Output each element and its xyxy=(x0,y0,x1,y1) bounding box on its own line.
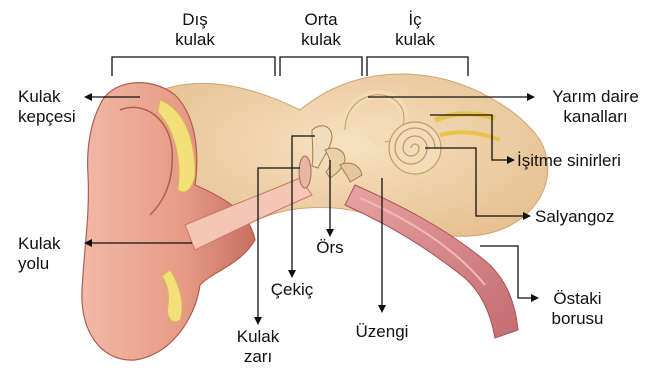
outer-ear-title: Dış kulak xyxy=(160,10,230,50)
eardrum-shape xyxy=(299,156,311,188)
inner-ear-title: İç kulak xyxy=(380,10,450,50)
eustachian-label-line2: borusu xyxy=(540,309,615,329)
pinna-arrow xyxy=(84,93,92,101)
pinna-label-line1: Kulak xyxy=(18,87,76,107)
hammer-arrow xyxy=(288,270,296,278)
inner-ear-title-line2: kulak xyxy=(380,30,450,50)
eardrum-label-line2: zarı xyxy=(228,347,288,367)
semicircular-arrow xyxy=(527,93,535,101)
middle-ear-title-line1: Orta xyxy=(286,10,356,30)
middle-ear-bracket xyxy=(280,57,362,76)
ear-canal-label-line2: yolu xyxy=(18,254,61,274)
semicircular-label-line2: kanalları xyxy=(538,107,653,127)
eustachian-label-line1: Östaki xyxy=(540,289,615,309)
outer-ear-bracket xyxy=(112,57,275,76)
semicircular-label: Yarım daire kanalları xyxy=(538,87,653,127)
inner-ear-bracket xyxy=(367,57,468,76)
anvil-label: Örs xyxy=(300,238,360,258)
anvil-arrow xyxy=(326,229,334,237)
eustachian-label: Östaki borusu xyxy=(540,289,615,329)
stirrup-arrow xyxy=(378,305,386,313)
eardrum-arrow xyxy=(254,317,262,325)
outer-ear-title-line2: kulak xyxy=(160,30,230,50)
section-brackets xyxy=(112,57,468,76)
pinna-label: Kulak kepçesi xyxy=(18,87,76,127)
outer-ear-title-line1: Dış xyxy=(160,10,230,30)
eustachian-arrow xyxy=(531,294,539,302)
stirrup-label: Üzengi xyxy=(342,322,422,342)
middle-ear-title-line2: kulak xyxy=(286,30,356,50)
eardrum-label: Kulak zarı xyxy=(228,327,288,367)
ear-canal-label-line1: Kulak xyxy=(18,234,61,254)
middle-ear-title: Orta kulak xyxy=(286,10,356,50)
pinna-label-line2: kepçesi xyxy=(18,107,76,127)
semicircular-label-line1: Yarım daire xyxy=(538,87,653,107)
eardrum-label-line1: Kulak xyxy=(228,327,288,347)
hammer-label: Çekiç xyxy=(262,280,322,300)
ear-canal-label: Kulak yolu xyxy=(18,234,61,274)
inner-ear-title-line1: İç xyxy=(380,10,450,30)
hearing-nerves-label: İşitme sinirleri xyxy=(517,151,621,171)
cochlea-label: Salyangoz xyxy=(535,207,614,227)
